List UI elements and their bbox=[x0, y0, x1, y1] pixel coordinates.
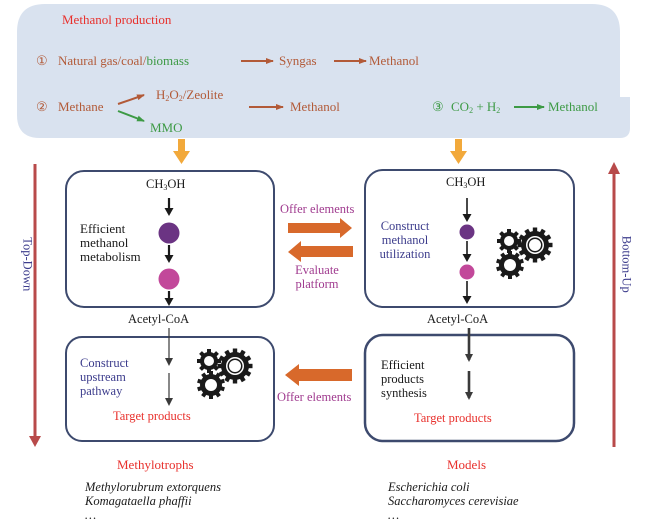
top-down-arrow bbox=[29, 164, 41, 447]
yellow-arrow-left bbox=[173, 139, 190, 164]
route1-syngas: Syngas bbox=[279, 53, 317, 68]
route3-methanol: Methanol bbox=[548, 99, 598, 114]
offer-elements-label-bottom: Offer elements bbox=[277, 390, 352, 404]
bl-label: Construct upstream pathway bbox=[80, 356, 129, 398]
models-title: Models bbox=[447, 457, 486, 472]
methylotroph-item: … bbox=[85, 508, 97, 522]
tl-output-acetyl-coa: Acetyl-CoA bbox=[128, 312, 190, 326]
route1-methanol: Methanol bbox=[369, 53, 419, 68]
br-target-products: Target products bbox=[414, 411, 492, 425]
tr-node-pink bbox=[459, 264, 475, 280]
model-item: Saccharomyces cerevisiae bbox=[388, 494, 519, 508]
route1-source-b: biomass bbox=[146, 53, 190, 68]
top-down-label: Top-Down bbox=[20, 237, 35, 292]
route2-arrow-to-mmo bbox=[117, 110, 145, 122]
methylotroph-item: Methylorubrum extorquens bbox=[85, 480, 221, 494]
tr-output-acetyl-coa: Acetyl-CoA bbox=[427, 312, 489, 326]
methylotroph-item: Komagataella phaffii bbox=[85, 494, 192, 508]
model-item: Escherichia coli bbox=[388, 480, 470, 494]
yellow-arrow-right bbox=[450, 139, 467, 164]
bl-target-products: Target products bbox=[113, 409, 191, 423]
bottom-up-label: Bottom-Up bbox=[619, 235, 634, 293]
offer-elements-label-top: Offer elements bbox=[280, 202, 355, 216]
tl-node-purple bbox=[158, 222, 180, 244]
offer-elements-arrow-left bbox=[285, 364, 352, 386]
evaluate-platform-arrow-left bbox=[288, 241, 353, 262]
route2-methanol: Methanol bbox=[290, 99, 340, 114]
evaluate-platform-label: Evaluate platform bbox=[295, 263, 339, 291]
bottom-up-arrow bbox=[608, 162, 620, 447]
model-item: … bbox=[388, 508, 400, 522]
route3-number: ③ bbox=[432, 99, 444, 114]
tr-input-ch3oh: CH3OH bbox=[446, 175, 486, 190]
br-label: Efficient products synthesis bbox=[381, 358, 427, 400]
methylotrophs-title: Methylotrophs bbox=[117, 457, 194, 472]
route2-h2o2-zeolite: H2O2/Zeolite bbox=[156, 87, 224, 103]
route1-number: ① bbox=[36, 53, 48, 68]
route2-methane: Methane bbox=[58, 99, 104, 114]
models-list: Escherichia coli Saccharomyces cerevisia… bbox=[388, 480, 519, 522]
route2-mmo: MMO bbox=[150, 120, 183, 135]
offer-elements-arrow-right bbox=[288, 218, 352, 238]
methanol-production-panel bbox=[17, 4, 630, 138]
route2-number: ② bbox=[36, 99, 48, 114]
route1-source-a: Natural gas/coal/ bbox=[58, 53, 147, 68]
route2-arrow-to-zeolite bbox=[117, 94, 145, 105]
tr-label: Construct methanol utilization bbox=[379, 219, 431, 261]
route1-source: Natural gas/coal/biomass bbox=[58, 54, 189, 67]
tl-node-pink bbox=[158, 268, 180, 290]
production-title: Methanol production bbox=[62, 12, 172, 27]
tr-node-purple bbox=[459, 224, 475, 240]
route3-reactants: CO2 + H2 bbox=[451, 99, 501, 115]
tl-label: Efficient methanol metabolism bbox=[80, 221, 141, 264]
methylotrophs-list: Methylorubrum extorquens Komagataella ph… bbox=[85, 480, 221, 522]
tl-input-ch3oh: CH3OH bbox=[146, 177, 186, 192]
